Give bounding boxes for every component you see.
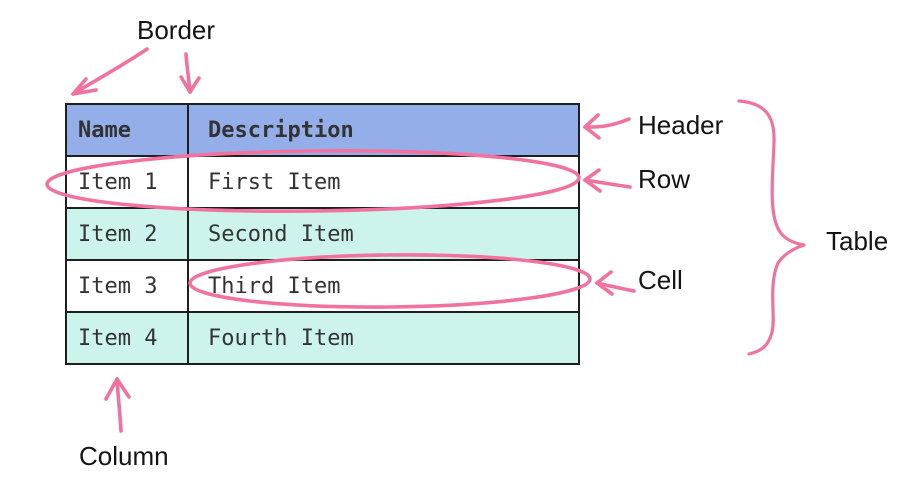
cell-item-description: First Item [187,155,580,209]
column-label: Column [79,441,169,471]
cell-item-name: Item 4 [65,311,189,365]
header-cell-name: Name [65,103,189,157]
column-arrow-icon [104,377,131,433]
cell-item-description: Second Item [187,207,580,261]
border-arrow-diagonal-icon [71,47,149,96]
header-label: Header [638,110,724,140]
cell-item-description: Third Item [187,259,580,313]
table-row: Item 4 Fourth Item [65,311,580,365]
header-arrow-icon [583,113,631,140]
header-cell-description: Description [187,103,580,157]
table-header-row: Name Description [65,103,580,157]
row-label: Row [638,164,691,194]
row-arrow-icon [583,168,632,193]
cell-label: Cell [638,265,683,295]
cell-item-name: Item 1 [65,155,189,209]
border-label: Border [137,15,216,45]
table-brace-icon [737,99,806,356]
table-row: Item 3 Third Item [65,259,580,313]
cell-item-description: Fourth Item [187,311,580,365]
border-arrow-vertical-icon [179,52,201,94]
demo-table: Name Description Item 1 First Item Item … [65,103,580,365]
cell-arrow-icon [595,270,636,296]
table-row: Item 2 Second Item [65,207,580,261]
table-row: Item 1 First Item [65,155,580,209]
cell-item-name: Item 3 [65,259,189,313]
cell-item-name: Item 2 [65,207,189,261]
table-label: Table [826,226,889,256]
